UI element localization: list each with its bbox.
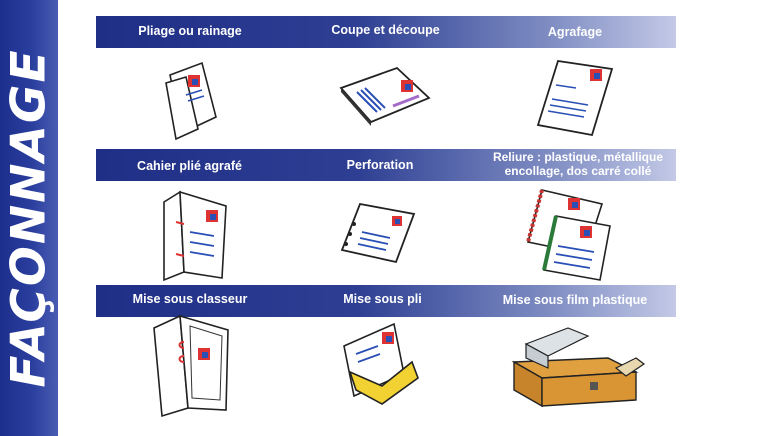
label-pliage: Pliage ou rainage bbox=[138, 24, 242, 38]
header-band-row-1 bbox=[96, 16, 676, 48]
shrink-wrap-machine-icon bbox=[511, 327, 646, 408]
label-classeur: Mise sous classeur bbox=[132, 292, 248, 306]
perforated-sheet-icon bbox=[340, 202, 416, 264]
label-coupe: Coupe et découpe bbox=[331, 23, 440, 37]
label-film: Mise sous film plastique bbox=[502, 293, 648, 307]
folded-sheet-icon bbox=[165, 61, 217, 140]
binder-icon bbox=[153, 314, 229, 418]
header-band-row-3 bbox=[96, 285, 676, 317]
label-reliure: Reliure : plastique, métallique encollag… bbox=[492, 150, 664, 178]
booklet-icon bbox=[163, 190, 227, 282]
stapled-sheet-icon bbox=[536, 59, 614, 137]
label-cahier: Cahier plié agrafé bbox=[137, 159, 242, 173]
envelope-icon bbox=[343, 322, 419, 405]
sidebar-title: FAÇONNAGE bbox=[1, 48, 57, 388]
sidebar-banner: FAÇONNAGE bbox=[0, 0, 58, 436]
cut-sheet-icon bbox=[339, 66, 431, 126]
binding-icon bbox=[526, 189, 611, 281]
header-band-row-2 bbox=[96, 149, 676, 181]
label-perforation: Perforation bbox=[346, 158, 414, 172]
label-agrafage: Agrafage bbox=[547, 25, 603, 39]
label-pli: Mise sous pli bbox=[343, 292, 422, 306]
